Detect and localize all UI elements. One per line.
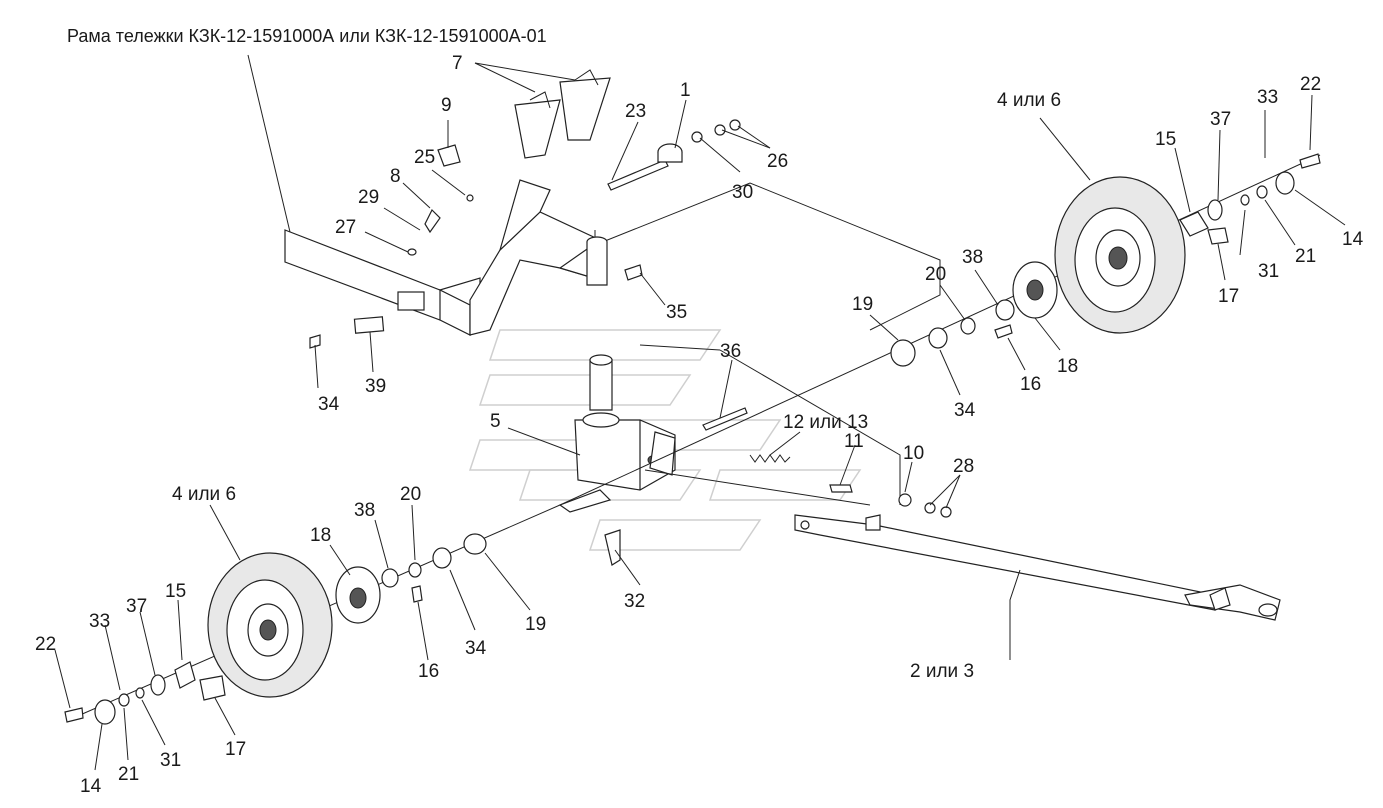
callout-17-right: 17 bbox=[1218, 286, 1239, 307]
callout-34-a: 34 bbox=[318, 394, 340, 415]
callout-31-right: 31 bbox=[1258, 261, 1279, 282]
callout-8: 8 bbox=[390, 166, 401, 187]
callout-29: 29 bbox=[358, 187, 379, 208]
spring-and-pins bbox=[604, 407, 853, 566]
callout-16-left: 16 bbox=[418, 661, 439, 682]
callout-15-left: 15 bbox=[165, 581, 186, 602]
drawbar bbox=[794, 514, 1281, 621]
callout-23: 23 bbox=[625, 101, 646, 122]
callout-19-left: 19 bbox=[525, 614, 546, 635]
callout-2-or-3: 2 или 3 bbox=[910, 661, 974, 682]
callout-17-left: 17 bbox=[225, 739, 246, 760]
callout-22-right: 22 bbox=[1300, 74, 1321, 95]
callout-26: 26 bbox=[767, 151, 788, 172]
callout-5: 5 bbox=[490, 411, 501, 432]
callout-20-left: 20 bbox=[400, 484, 421, 505]
callout-7: 7 bbox=[452, 53, 463, 74]
part-7-brackets bbox=[514, 69, 611, 159]
callout-34-b: 34 bbox=[954, 400, 976, 421]
callout-31-left: 31 bbox=[160, 750, 181, 771]
callout-28: 28 bbox=[953, 456, 974, 477]
callout-38-left: 38 bbox=[354, 500, 375, 521]
callout-34-c: 34 bbox=[465, 638, 487, 659]
callout-21-left: 21 bbox=[118, 764, 139, 785]
leader-lines bbox=[54, 54, 1346, 771]
callout-15-right: 15 bbox=[1155, 129, 1176, 150]
callout-39: 39 bbox=[365, 376, 386, 397]
steering-assembly bbox=[558, 236, 676, 513]
callout-20-right: 20 bbox=[925, 264, 946, 285]
callout-18-left: 18 bbox=[310, 525, 331, 546]
bolt-23-and-part-1 bbox=[607, 119, 741, 281]
callout-9: 9 bbox=[441, 95, 452, 116]
callout-32: 32 bbox=[624, 591, 645, 612]
callout-16-right: 16 bbox=[1020, 374, 1041, 395]
callout-30: 30 bbox=[732, 182, 753, 203]
callout-33-left: 33 bbox=[89, 611, 110, 632]
callout-22-left: 22 bbox=[35, 634, 56, 655]
callout-35: 35 bbox=[666, 302, 687, 323]
callout-labels: 1 2 или 3 4 или 6 4 или 6 5 7 8 9 10 11 … bbox=[35, 53, 1364, 797]
callout-27: 27 bbox=[335, 217, 356, 238]
frame-plate bbox=[397, 291, 425, 311]
small-parts-upper-left bbox=[309, 144, 474, 349]
callout-36: 36 bbox=[720, 341, 741, 362]
callout-38-right: 38 bbox=[962, 247, 983, 268]
trolley-frame bbox=[284, 179, 601, 336]
callout-19-right: 19 bbox=[852, 294, 873, 315]
callout-14-left: 14 bbox=[80, 776, 102, 797]
callout-37-left: 37 bbox=[126, 596, 147, 617]
left-wheel bbox=[207, 552, 381, 698]
callout-25: 25 bbox=[414, 147, 435, 168]
callout-4-or-6-bottom: 4 или 6 bbox=[172, 484, 236, 505]
callout-11: 11 bbox=[844, 431, 864, 452]
callout-14-right: 14 bbox=[1342, 229, 1364, 250]
right-hub-parts bbox=[890, 153, 1321, 367]
callout-12-or-13: 12 или 13 bbox=[783, 412, 868, 433]
right-wheel bbox=[1012, 176, 1186, 334]
callout-37-right: 37 bbox=[1210, 109, 1231, 130]
washers-10-28 bbox=[898, 493, 952, 518]
callout-4-or-6-top: 4 или 6 bbox=[997, 90, 1061, 111]
diagram-title: Рама тележки КЗК-12-1591000А или КЗК-12-… bbox=[67, 26, 547, 46]
left-hub-parts bbox=[64, 533, 487, 725]
callout-33-right: 33 bbox=[1257, 87, 1278, 108]
callout-1: 1 bbox=[680, 80, 691, 101]
callout-10: 10 bbox=[903, 443, 924, 464]
callout-21-right: 21 bbox=[1295, 246, 1316, 267]
callout-18-right: 18 bbox=[1057, 356, 1078, 377]
